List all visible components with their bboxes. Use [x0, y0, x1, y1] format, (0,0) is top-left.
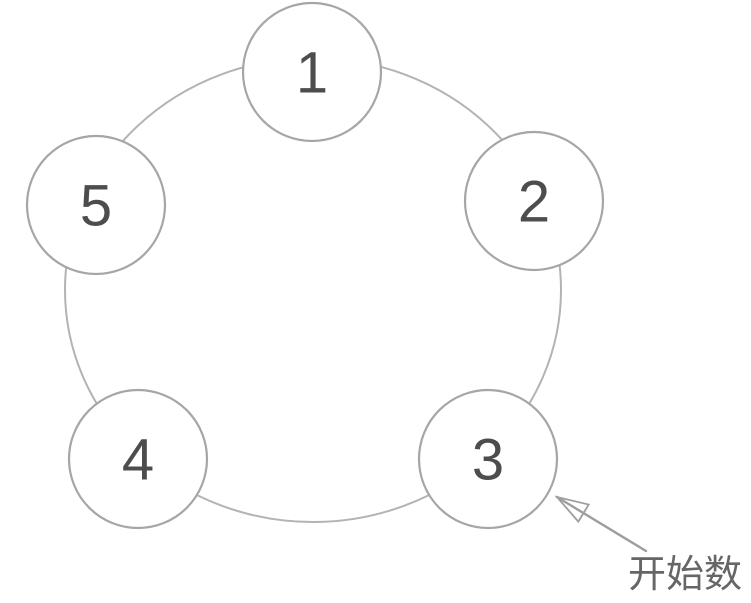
node-label-3: 3	[472, 427, 504, 492]
arrow-shaft	[555, 495, 648, 553]
node-label-4: 4	[122, 427, 154, 492]
arrow-head	[554, 495, 591, 524]
start-count-label: 开始数	[628, 554, 743, 596]
node-circle-5	[25, 134, 167, 276]
node-circle-2	[463, 130, 605, 272]
node-circle-3	[417, 388, 559, 530]
node-circle-1	[241, 1, 383, 143]
node-circle-4	[67, 388, 209, 530]
node-label-2: 2	[518, 169, 550, 234]
node-label-5: 5	[80, 173, 112, 238]
node-label-1: 1	[296, 40, 328, 105]
